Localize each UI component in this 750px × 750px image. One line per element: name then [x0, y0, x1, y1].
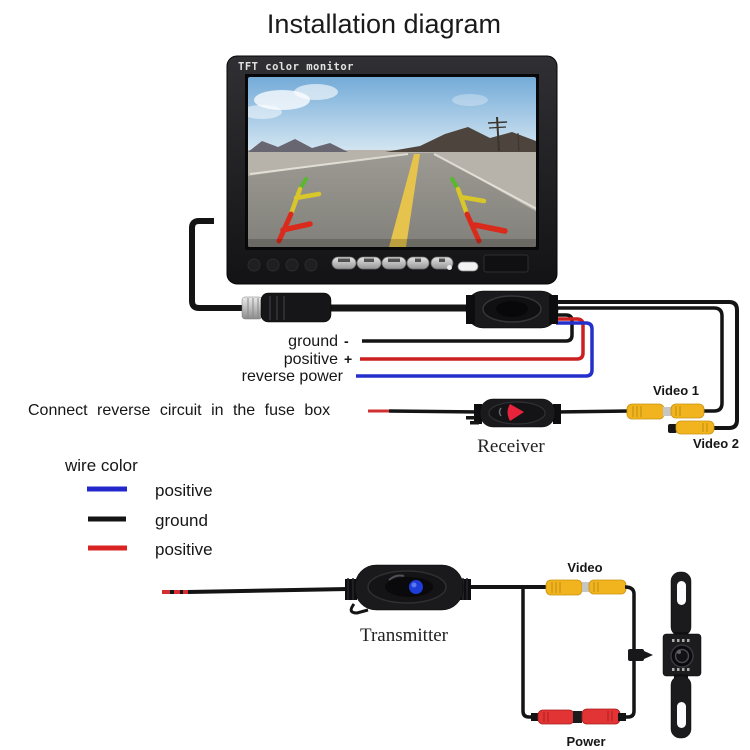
telephone-pole: [487, 116, 520, 152]
video2-label: Video 2: [693, 436, 739, 451]
road: [248, 153, 536, 247]
positive-label: positive: [284, 351, 338, 368]
transmitter-label: Transmitter: [360, 625, 449, 646]
road-center-line: [389, 154, 420, 247]
power-female-collar: [618, 713, 626, 721]
legend-label-black: ground: [155, 511, 208, 530]
ir-window: [457, 261, 479, 272]
positive-sign: +: [344, 351, 352, 367]
camera-bracket-slot-top: [677, 581, 686, 605]
video-connectors: Video: [545, 560, 653, 719]
backup-camera: [662, 571, 702, 739]
power-branch-wire: [521, 588, 539, 719]
screen-bottom-shade: [248, 239, 536, 247]
camera-markings-bottom: [672, 668, 690, 671]
video1-connectors: Video 1: [626, 383, 705, 420]
ground-sign: -: [344, 333, 349, 349]
camera-markings-top: [672, 639, 690, 642]
video1-female-rca: [670, 403, 705, 419]
receiver-lead: [388, 409, 482, 414]
camera-plug: [628, 649, 653, 661]
transmitter-lead: [187, 587, 349, 594]
power-plug-ring: [573, 711, 582, 723]
source-button: [356, 256, 382, 270]
receiver-assembly: Receiver: [368, 398, 631, 457]
camera-cable: [620, 585, 636, 719]
legend-label-blue: positive: [155, 481, 213, 500]
dc-barrel-connector: [241, 292, 332, 323]
parking-guides-right: [450, 177, 508, 244]
receiver-gloss: [498, 407, 502, 417]
page-title: Installation diagram: [267, 9, 501, 39]
road-edge-line-right: [433, 153, 536, 210]
parking-guides-left: [276, 177, 322, 244]
transmitter-led: [409, 580, 423, 594]
bezel-round-buttons: [247, 258, 318, 272]
video2-rca: [675, 420, 715, 435]
video2-connector: Video 2: [668, 420, 739, 451]
transmitter-gloss: [388, 574, 405, 581]
ground-label: ground: [288, 333, 338, 350]
monitor-antenna-wire: [189, 218, 243, 311]
receiver-output-wire: [554, 409, 631, 414]
receiver-body: [466, 398, 561, 428]
monitor-wire-labels: ground - positive + reverse power: [242, 333, 353, 385]
transmitter-assembly: Transmitter: [162, 564, 549, 719]
wire-video1: [556, 306, 724, 413]
button-glyphs: [338, 258, 445, 262]
minus-button: [406, 256, 430, 270]
transmitter-clip: [349, 603, 369, 615]
video-label: Video: [567, 560, 602, 575]
monitor-controls: [247, 254, 529, 273]
legend-label-red: positive: [155, 540, 213, 559]
video1-label: Video 1: [653, 383, 699, 398]
mountains-left: [248, 139, 348, 152]
fusebox-instruction: Connect reverse circuit in the fuse box: [28, 402, 330, 419]
power-male-collar: [531, 713, 539, 721]
road-edge-line-left: [249, 153, 409, 175]
power-female-connector: [581, 708, 621, 725]
wire-positive: [360, 317, 585, 361]
video2-tip: [668, 424, 677, 433]
video1-plug-ring: [663, 407, 671, 416]
power-led-dot: [447, 265, 452, 270]
ferrite-filter: [465, 290, 559, 329]
wire-reverse-power: [356, 321, 594, 378]
receiver-label: Receiver: [477, 436, 545, 457]
reverse-power-label: reverse power: [242, 368, 344, 385]
tft-monitor: TFT color monitor: [226, 55, 558, 285]
power-label: Power: [566, 734, 605, 749]
clouds: [248, 84, 488, 119]
monitor-screen: [248, 77, 536, 247]
monitor-screen-label: TFT color monitor: [238, 61, 354, 73]
wire-ground: [362, 313, 574, 343]
power-connectors: Power: [531, 708, 626, 749]
receiver-led: [507, 404, 524, 421]
speaker-slot: [483, 254, 529, 273]
camera-bracket-slot-bottom: [677, 702, 686, 728]
video-plug-ring: [582, 582, 589, 592]
wire-color-legend: wire color positive ground positive: [64, 456, 213, 559]
wiring: [189, 218, 739, 430]
transmitter-body: [345, 564, 471, 615]
wire-video2: [556, 300, 739, 430]
legend-heading: wire color: [64, 456, 138, 475]
control-buttons: [331, 256, 454, 270]
